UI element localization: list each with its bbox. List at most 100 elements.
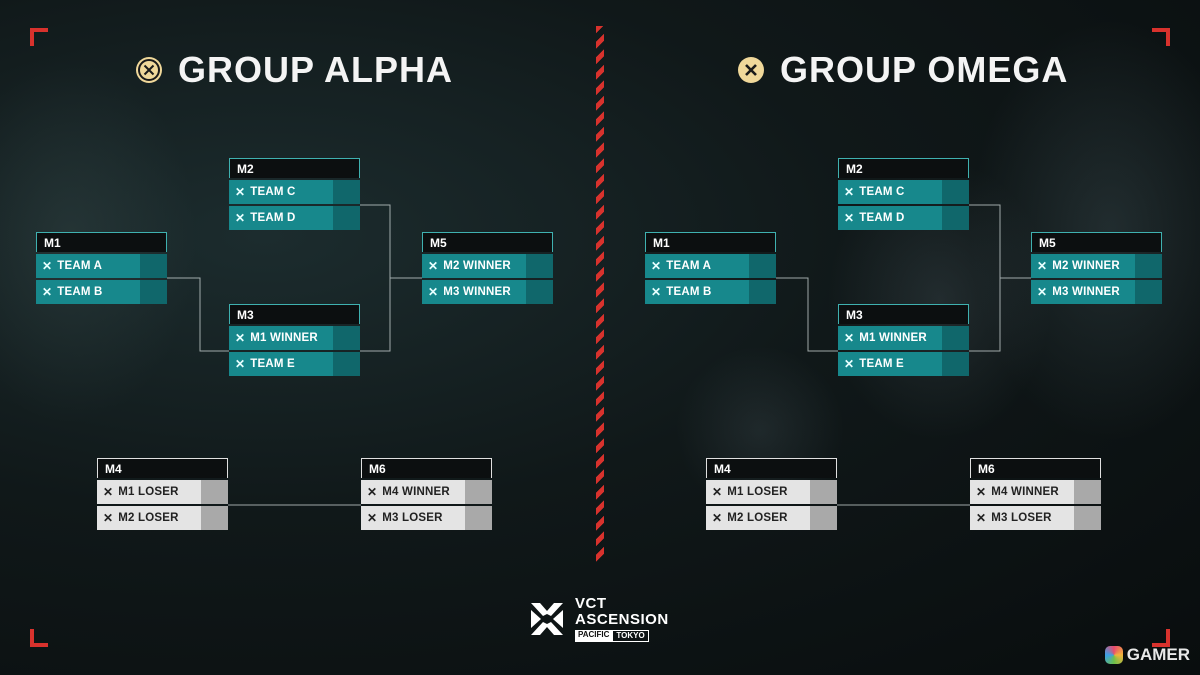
valorant-x-icon: ✕ <box>844 357 855 371</box>
team-name: M3 WINNER <box>1052 286 1120 298</box>
score-cell <box>201 506 228 530</box>
team-row: ✕TEAM C <box>229 180 360 204</box>
match-label: M4 <box>706 458 837 478</box>
team-row: ✕M2 LOSER <box>706 506 837 530</box>
logo-sub-pacific: PACIFIC <box>575 630 613 642</box>
group-title-text: GROUP OMEGA <box>780 49 1069 90</box>
score-cell <box>526 280 553 304</box>
alpha-match-m1: M1 ✕TEAM A ✕TEAM B <box>36 232 167 304</box>
omega-match-m1: M1 ✕TEAM A ✕TEAM B <box>645 232 776 304</box>
score-cell <box>201 480 228 504</box>
match-label: M3 <box>838 304 969 324</box>
score-cell <box>942 326 969 350</box>
team-row: ✕ M1 WINNER <box>838 326 969 350</box>
valorant-x-icon: ✕ <box>367 511 378 525</box>
team-row: ✕ TEAM D <box>229 206 360 230</box>
team-name: M1 WINNER <box>859 332 927 344</box>
team-row: ✕M3 LOSER <box>361 506 492 530</box>
valorant-x-icon: ✕ <box>235 185 246 199</box>
valorant-x-icon: ✕ <box>844 211 855 225</box>
team-name: TEAM D <box>250 212 296 224</box>
match-label: M5 <box>422 232 553 252</box>
group-alpha-title: GROUP ALPHA <box>136 48 453 92</box>
score-cell <box>333 352 360 376</box>
score-cell <box>1074 506 1101 530</box>
score-cell <box>749 280 776 304</box>
score-cell <box>1074 480 1101 504</box>
valorant-x-icon: ✕ <box>42 259 53 273</box>
team-name: M3 LOSER <box>991 512 1052 524</box>
group-divider <box>596 26 604 562</box>
team-name: M2 LOSER <box>118 512 179 524</box>
vct-ascension-logo: VCT ASCENSION PACIFIC TOKYO <box>528 596 669 642</box>
team-name: M2 WINNER <box>443 260 511 272</box>
team-row: ✕ M1 LOSER <box>97 480 228 504</box>
team-name: M1 LOSER <box>118 486 179 498</box>
team-name: TEAM E <box>250 358 295 370</box>
team-row: ✕M4 WINNER <box>970 480 1101 504</box>
alpha-match-m5: M5 ✕M2 WINNER ✕M3 WINNER <box>422 232 553 304</box>
score-cell <box>942 206 969 230</box>
score-cell <box>810 506 837 530</box>
x-circle-icon <box>136 57 162 83</box>
team-row: ✕ M3 WINNER <box>1031 280 1162 304</box>
team-name: TEAM C <box>859 186 905 198</box>
team-row: ✕ M4 WINNER <box>361 480 492 504</box>
valorant-x-icon: ✕ <box>651 259 662 273</box>
team-name: M1 WINNER <box>250 332 318 344</box>
alpha-match-m6: M6 ✕ M4 WINNER ✕M3 LOSER <box>361 458 492 530</box>
valorant-x-icon: ✕ <box>844 331 855 345</box>
team-row: ✕ TEAM D <box>838 206 969 230</box>
team-name: M2 WINNER <box>1052 260 1120 272</box>
watermark-text: GAMER <box>1126 645 1190 664</box>
match-label: M1 <box>645 232 776 252</box>
match-label: M2 <box>229 158 360 178</box>
valorant-x-icon: ✕ <box>428 259 439 273</box>
team-name: TEAM B <box>666 286 712 298</box>
group-title-text: GROUP ALPHA <box>178 49 454 90</box>
valorant-x-icon: ✕ <box>712 485 723 499</box>
team-row: ✕TEAM E <box>838 352 969 376</box>
team-name: M2 LOSER <box>727 512 788 524</box>
score-cell <box>1135 280 1162 304</box>
team-row: ✕ M2 LOSER <box>97 506 228 530</box>
valorant-x-icon: ✕ <box>976 485 987 499</box>
score-cell <box>465 480 492 504</box>
gamer-watermark: GAMER <box>1104 645 1190 665</box>
valorant-x-icon: ✕ <box>103 511 114 525</box>
match-label: M6 <box>361 458 492 478</box>
score-cell <box>333 206 360 230</box>
score-cell <box>810 480 837 504</box>
valorant-x-icon: ✕ <box>1037 285 1048 299</box>
corner-bracket-bottom-right <box>1152 629 1170 647</box>
team-row: ✕ TEAM E <box>229 352 360 376</box>
team-row: ✕ M2 WINNER <box>422 254 553 278</box>
team-row: ✕ M3 LOSER <box>970 506 1101 530</box>
score-cell <box>942 180 969 204</box>
valorant-x-icon: ✕ <box>103 485 114 499</box>
team-row: ✕TEAM C <box>838 180 969 204</box>
score-cell <box>140 280 167 304</box>
score-cell <box>333 180 360 204</box>
valorant-x-icon: ✕ <box>42 285 53 299</box>
team-name: TEAM A <box>57 260 103 272</box>
valorant-x-icon: ✕ <box>367 485 378 499</box>
score-cell <box>526 254 553 278</box>
valorant-x-icon: ✕ <box>1037 259 1048 273</box>
group-omega-title: GROUP OMEGA <box>738 48 1068 92</box>
valorant-x-icon: ✕ <box>651 285 662 299</box>
omega-match-m6: M6 ✕M4 WINNER ✕M3 LOSER <box>970 458 1101 530</box>
score-cell <box>140 254 167 278</box>
team-row: ✕ TEAM B <box>645 280 776 304</box>
valorant-x-icon: ✕ <box>235 211 246 225</box>
valorant-x-icon: ✕ <box>428 285 439 299</box>
valorant-x-icon: ✕ <box>235 357 246 371</box>
team-name: TEAM D <box>859 212 905 224</box>
score-cell <box>749 254 776 278</box>
score-cell <box>333 326 360 350</box>
team-row: ✕M1 LOSER <box>706 480 837 504</box>
score-cell <box>465 506 492 530</box>
team-name: M4 WINNER <box>382 486 450 498</box>
valorant-x-icon: ✕ <box>976 511 987 525</box>
